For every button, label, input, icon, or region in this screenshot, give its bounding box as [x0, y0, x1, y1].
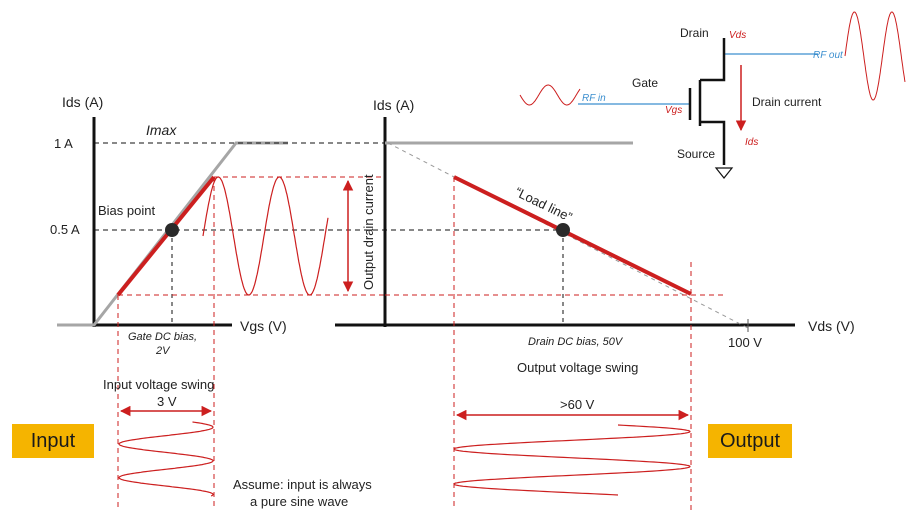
output-bias-point	[556, 223, 570, 237]
output-y-axis-label: Ids (A)	[373, 97, 414, 113]
tick-label-1a: 1 A	[54, 136, 73, 151]
input-swing-value: 3 V	[157, 394, 177, 409]
rf-out-label: RF out	[813, 50, 844, 61]
gate-label: Gate	[632, 76, 658, 90]
gate-bias-label-line1: Gate DC bias,	[128, 331, 197, 343]
rf-in-wave	[519, 84, 581, 106]
output-x-axis-label: Vds (V)	[808, 318, 855, 334]
transfer-bias-point	[165, 223, 179, 237]
imax-label: Imax	[146, 122, 177, 138]
output-current-wave	[202, 176, 329, 296]
ids-label: Ids	[745, 137, 758, 148]
transfer-operating-segment	[116, 175, 216, 297]
gate-bias-label-line2: 2V	[155, 345, 171, 357]
drain-bias-label: Drain DC bias, 50V	[528, 336, 624, 348]
bias-point-label: Bias point	[98, 203, 155, 218]
vds-label: Vds	[729, 30, 746, 41]
rf-in-label: RF in	[582, 93, 606, 104]
output-swing-value: >60 V	[560, 397, 595, 412]
tick-label-100v: 100 V	[728, 335, 762, 350]
output-swing-label: Output voltage swing	[517, 360, 638, 375]
input-badge: Input	[12, 424, 94, 458]
transfer-y-axis-label: Ids (A)	[62, 94, 103, 110]
vgs-label: Vgs	[665, 105, 682, 116]
assumption-line2: a pure sine wave	[250, 494, 348, 509]
assumption-line1: Assume: input is always	[233, 477, 372, 492]
drain-label: Drain	[680, 26, 709, 40]
transfer-plot: Ids (A) Vgs (V) 1 A 0.5 A Imax Bias poin…	[50, 94, 563, 510]
input-swing-label: Input voltage swing	[103, 377, 214, 392]
output-current-label: Output drain current	[361, 174, 376, 290]
drain-wire	[700, 38, 726, 82]
transfer-curve	[57, 141, 288, 327]
load-line	[453, 175, 692, 296]
rf-out-wave	[844, 11, 906, 101]
drain-current-label: Drain current	[752, 95, 822, 109]
transistor-circuit: Drain Vds Gate Vgs Source Ids Drain curr…	[519, 11, 906, 179]
output-badge: Output	[708, 424, 792, 458]
load-line-label: “Load line”	[513, 184, 575, 224]
tick-label-05a: 0.5 A	[50, 222, 80, 237]
ground-icon	[714, 167, 734, 179]
input-voltage-wave	[118, 421, 214, 497]
output-voltage-wave	[453, 424, 691, 496]
source-label: Source	[677, 147, 715, 161]
transfer-x-axis-label: Vgs (V)	[240, 318, 287, 334]
source-wire	[700, 120, 726, 165]
